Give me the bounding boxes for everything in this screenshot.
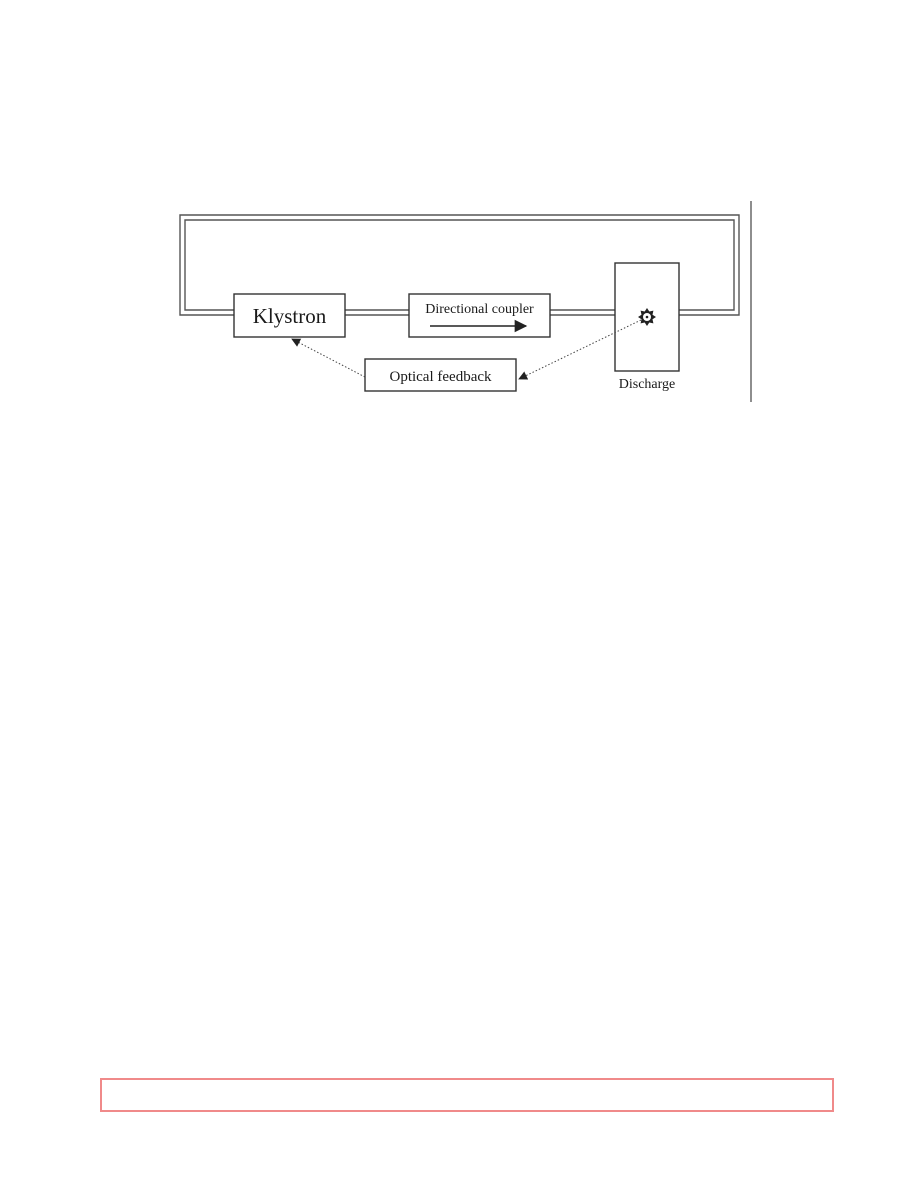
klystron-label: Klystron [253, 304, 327, 328]
directional-coupler-block: Directional coupler [408, 293, 551, 338]
waveguide-segments [345, 309, 615, 316]
plasma-glow-icon [638, 308, 656, 326]
discharge-to-optical-feedback-arrow [518, 319, 642, 380]
klystron-block: Klystron [233, 293, 346, 338]
discharge-block: Discharge [614, 262, 680, 392]
waveguide-loop [179, 214, 740, 316]
directional-coupler-label: Directional coupler [425, 302, 534, 317]
optical-feedback-to-klystron-arrow [291, 338, 366, 378]
footer-box [100, 1078, 834, 1112]
optical-feedback-label: Optical feedback [389, 369, 492, 385]
discharge-label: Discharge [619, 377, 676, 392]
optical-feedback-block: Optical feedback [364, 358, 517, 392]
